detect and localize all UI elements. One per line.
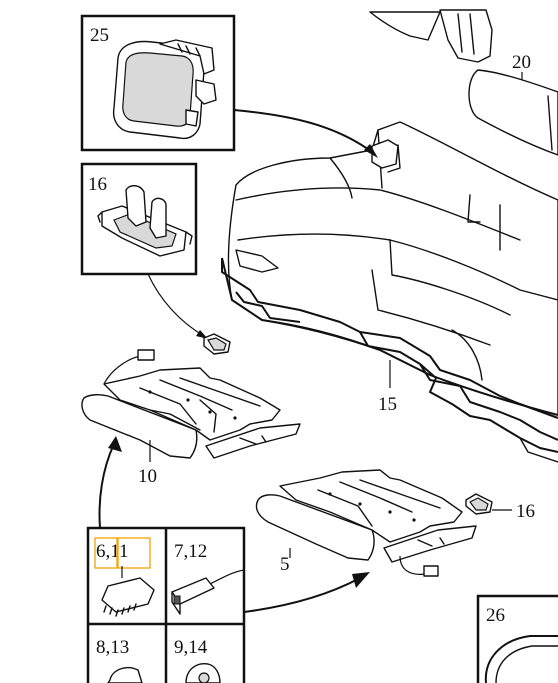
heater-mat-10 — [81, 349, 301, 462]
armrest-bolster — [468, 69, 558, 156]
heater-mat-5 — [255, 469, 477, 577]
arrow-to-10 — [98, 443, 115, 529]
parts-table: 6,11 7,12 8,13 9,14 — [86, 526, 246, 683]
frame-clip — [235, 249, 279, 273]
headrest-bracket — [439, 9, 493, 63]
label-6-11: 6,11 — [96, 541, 129, 562]
label-7-12: 7,12 — [174, 541, 207, 562]
connector-5-icon — [423, 565, 439, 577]
label-5: 5 — [280, 554, 290, 575]
label-16-right: 16 — [516, 501, 535, 522]
label-16-inset: 16 — [88, 174, 107, 195]
inset-25: 25 — [80, 14, 236, 152]
label-8-13: 8,13 — [96, 637, 129, 658]
inset-16: 16 — [80, 162, 198, 276]
backrest-clip — [371, 139, 399, 169]
clip-8-icon — [107, 666, 143, 683]
arrow-to-5 — [243, 577, 361, 613]
label-26: 26 — [486, 605, 505, 626]
inset-26: 26 — [476, 594, 558, 683]
label-20: 20 — [512, 52, 531, 73]
backrest-top — [369, 11, 441, 41]
label-25: 25 — [90, 25, 109, 46]
label-9-14: 9,14 — [174, 637, 208, 658]
label-10: 10 — [138, 466, 157, 487]
trim-ring-icon — [484, 635, 558, 683]
heater-element-icon — [101, 577, 155, 613]
leader-16 — [147, 273, 205, 337]
label-15: 15 — [378, 394, 397, 415]
connector-icon — [137, 349, 155, 361]
leader-25 — [233, 109, 373, 153]
seat-cushion-assembly — [221, 9, 558, 463]
